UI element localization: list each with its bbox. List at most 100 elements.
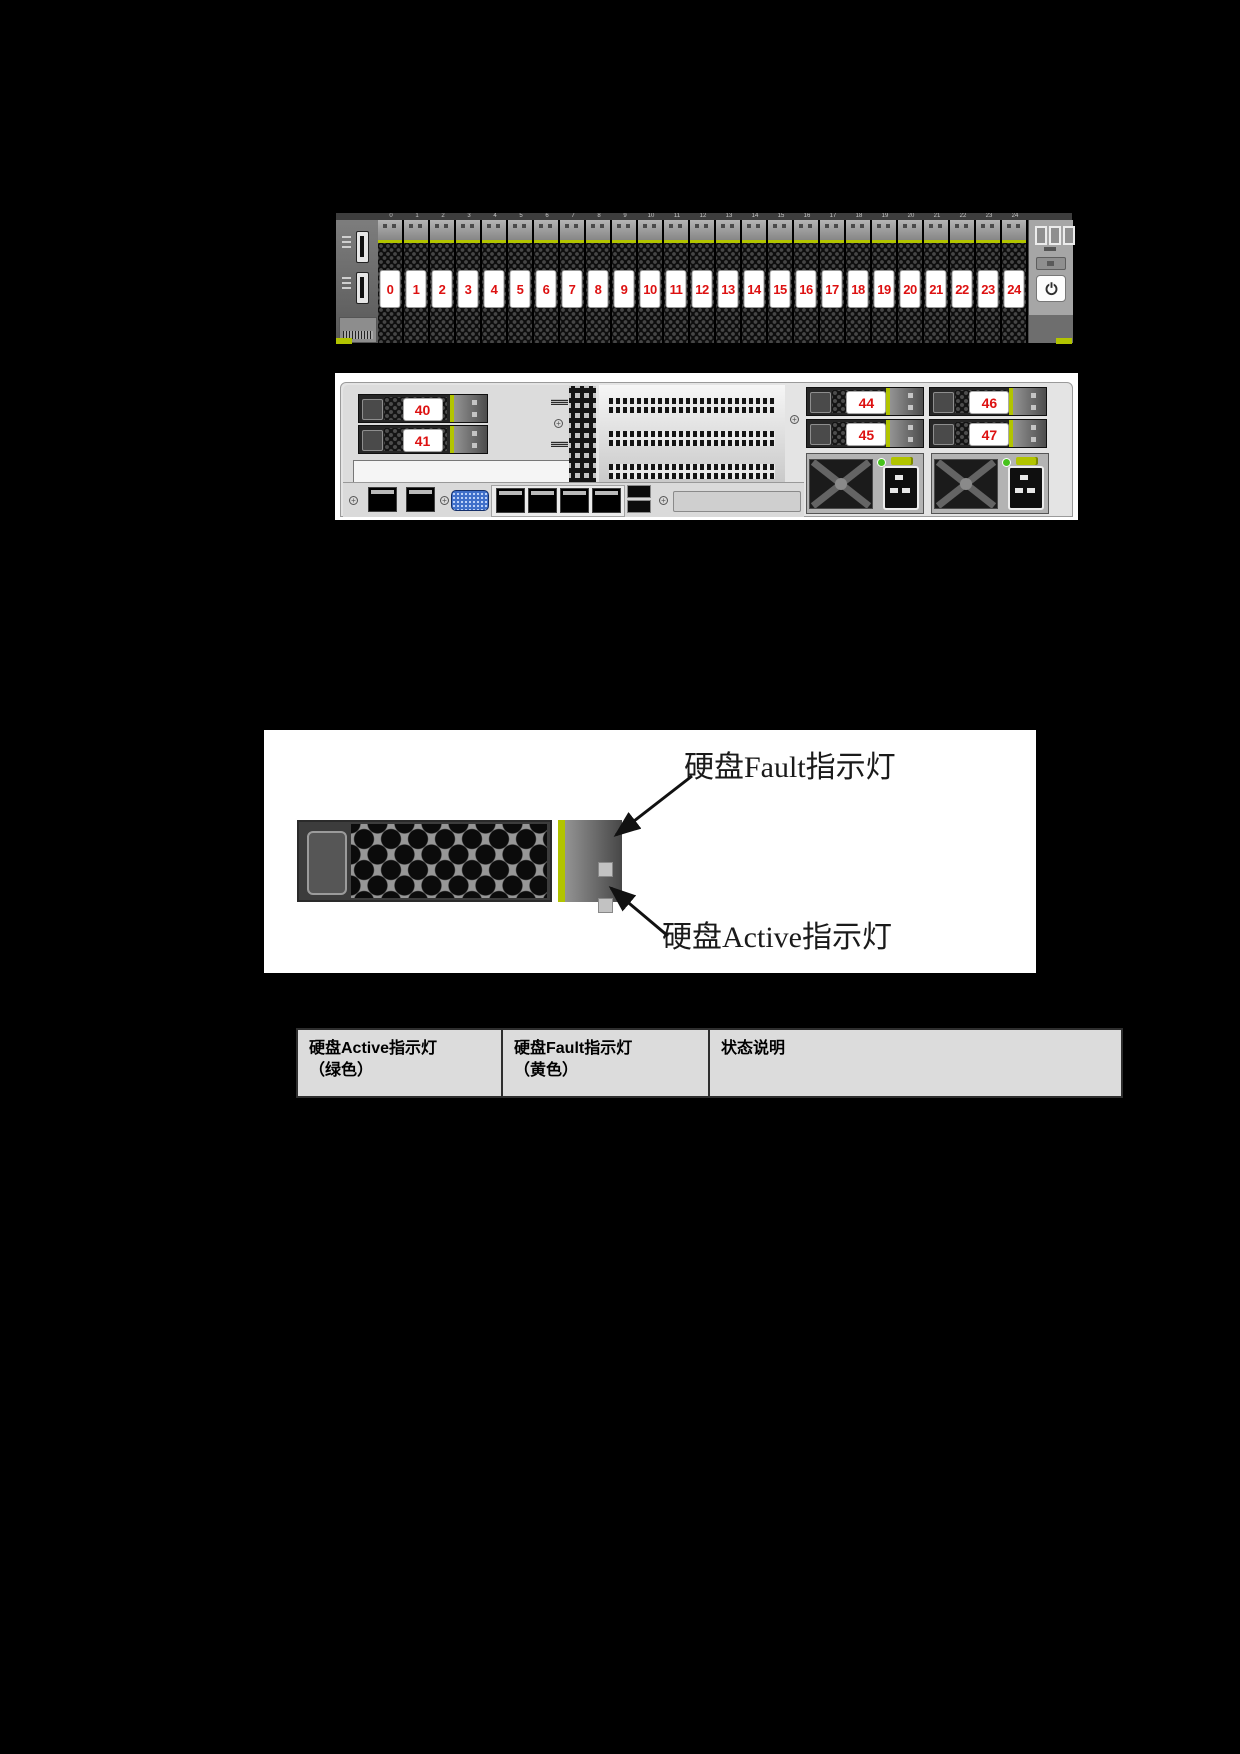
drive-led <box>1031 425 1036 430</box>
drive-number-label: 16 <box>795 270 817 308</box>
drive-bay: 4 <box>482 220 508 343</box>
bay-mesh: 22 <box>950 243 974 343</box>
drive-bay: 17 <box>820 220 846 343</box>
bay-mesh: 11 <box>664 243 688 343</box>
front-left-ear <box>336 220 379 343</box>
bay-mesh: 9 <box>612 243 636 343</box>
drive-number-label: 14 <box>743 270 765 308</box>
bay-accent-line <box>1002 240 1026 243</box>
bay-mesh: 19 <box>872 243 896 343</box>
drive-led <box>908 425 913 430</box>
front-control-panel <box>1028 220 1075 343</box>
power-icon <box>1045 281 1057 296</box>
latch-accent-stripe <box>1009 420 1013 447</box>
drive-number-label: 18 <box>847 270 869 308</box>
drive-bay: 23 <box>976 220 1002 343</box>
drive-latch <box>886 420 923 447</box>
latch-accent-stripe <box>558 820 565 902</box>
fault-led-label: 硬盘Fault指示灯 <box>684 751 896 784</box>
psu-latch-clip <box>1016 457 1036 465</box>
bay-edge-number: 15 <box>777 213 785 219</box>
bay-accent-line <box>820 240 844 243</box>
drive-led <box>472 443 477 448</box>
drive-number-label: 20 <box>899 270 921 308</box>
drive-bay: 19 <box>872 220 898 343</box>
fan-icon <box>934 459 998 509</box>
bay-edge-number: 23 <box>985 213 993 219</box>
bay-mesh: 5 <box>508 243 532 343</box>
drive-bay: 12 <box>690 220 716 343</box>
drive-led <box>1031 437 1036 442</box>
drive-number-label: 19 <box>873 270 895 308</box>
disk-latch <box>558 820 622 913</box>
drive-bay: 3 <box>456 220 482 343</box>
bay-mesh: 10 <box>638 243 662 343</box>
tray-grip <box>307 831 347 895</box>
drive-number-label: 7 <box>561 270 583 308</box>
latch-accent-stripe <box>886 420 890 447</box>
drive-number-label: 11 <box>665 270 687 308</box>
rj45-port <box>560 488 589 513</box>
bay-accent-line <box>638 240 662 243</box>
bay-accent-line <box>976 240 1000 243</box>
disk-led-figure: 硬盘Fault指示灯 硬盘Active指示灯 <box>264 730 1036 973</box>
bay-accent-line <box>456 240 480 243</box>
bay-edge-number: 22 <box>959 213 967 219</box>
screw-icon: + <box>554 419 563 428</box>
drive-bay: 5 <box>508 220 534 343</box>
drive-number-label: 44 <box>846 391 887 414</box>
vent-row <box>609 464 775 479</box>
drive-led <box>1031 393 1036 398</box>
bay-mesh: 7 <box>560 243 584 343</box>
rear-drive: 41 <box>358 425 488 454</box>
drive-number-label: 12 <box>691 270 713 308</box>
screw-icon: + <box>659 496 668 505</box>
led-status-table: 硬盘Active指示灯 （绿色） 硬盘Fault指示灯 （黄色） 状态说明 <box>296 1028 1123 1098</box>
uid-button <box>1036 257 1066 270</box>
drive-led <box>472 400 477 405</box>
bay-cap <box>430 220 454 240</box>
drive-latch <box>450 395 487 422</box>
bay-accent-line <box>768 240 792 243</box>
rack-ear-accent-left <box>336 338 352 344</box>
psu-led <box>877 458 886 467</box>
drive-led <box>908 437 913 442</box>
rj45-port <box>368 487 397 512</box>
rear-drive: 46 <box>929 387 1047 416</box>
drive-number-label: 0 <box>379 270 401 308</box>
rj45-port <box>592 488 621 513</box>
table-header-status: 状态说明 <box>721 1040 786 1057</box>
nic-port-group <box>491 485 625 517</box>
bay-edge-number: 24 <box>1011 213 1019 219</box>
drive-latch <box>1009 388 1046 415</box>
drive-bay: 15 <box>768 220 794 343</box>
vent-row <box>609 431 775 446</box>
bay-cap <box>612 220 636 240</box>
bay-cap <box>846 220 870 240</box>
riser-slot-panel <box>599 385 785 483</box>
vent-row <box>609 398 775 413</box>
drive-number-label: 24 <box>1003 270 1025 308</box>
drive-led <box>472 412 477 417</box>
drive-number-label: 40 <box>402 398 443 421</box>
drive-number-label: 17 <box>821 270 843 308</box>
bay-edge-number: 16 <box>803 213 811 219</box>
bay-cap <box>508 220 532 240</box>
drive-bay: 21 <box>924 220 950 343</box>
bay-mesh: 20 <box>898 243 922 343</box>
bay-accent-line <box>716 240 740 243</box>
bay-cap <box>872 220 896 240</box>
drive-latch <box>1009 420 1046 447</box>
bay-mesh: 16 <box>794 243 818 343</box>
port-micro-label <box>551 399 568 405</box>
bay-accent-line <box>742 240 766 243</box>
bay-cap <box>716 220 740 240</box>
drive-bay: 20 <box>898 220 924 343</box>
table-header-fault: 硬盘Fault指示灯 （黄色） <box>503 1030 710 1096</box>
drive-grip <box>362 430 383 451</box>
fan-icon <box>809 459 873 509</box>
bay-cap <box>560 220 584 240</box>
drive-bay: 9 <box>612 220 638 343</box>
bay-edge-number: 12 <box>699 213 707 219</box>
bay-mesh: 23 <box>976 243 1000 343</box>
